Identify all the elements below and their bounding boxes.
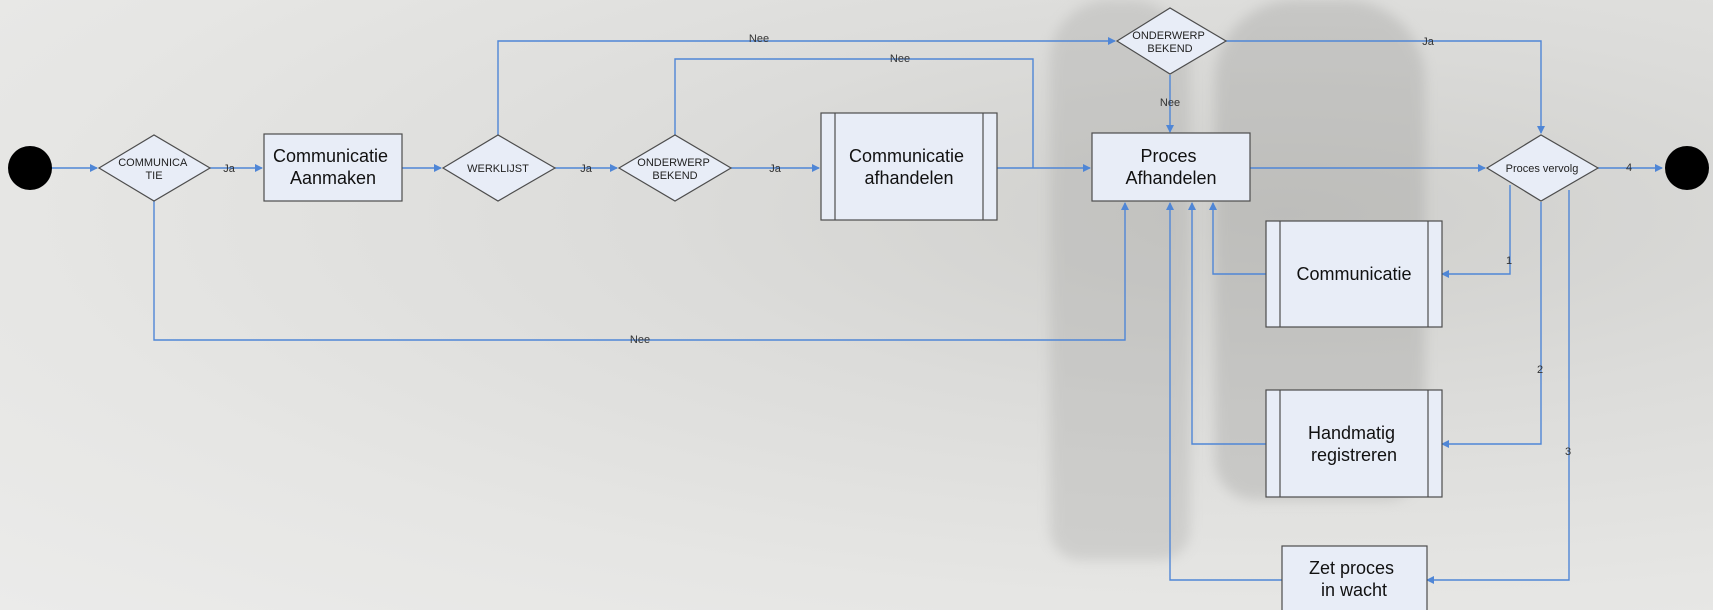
- edge-label-option-4: 4: [1626, 162, 1632, 174]
- svg-text:ONDERWERP BEKEND: ONDERWERP BEKEND: [1132, 30, 1207, 55]
- edge-label-option-3: 3: [1565, 446, 1571, 458]
- start-node: [8, 146, 52, 190]
- edge-label-ja-3: Ja: [769, 163, 782, 175]
- edge-vervolg-2-handmatig: [1441, 202, 1542, 448]
- edge-communicatie-back-proces: [1209, 202, 1266, 275]
- subprocess-communicatie-afhandelen: Communicatie afhandelen: [820, 112, 998, 221]
- decision-communicatie: COMMUNICA TIE: [97, 134, 212, 202]
- process-aanmaken-line2: Aanmaken: [290, 168, 376, 188]
- process-zet-proces-in-wacht: Zet proces in wacht: [1281, 545, 1428, 610]
- edge-label-ja-1: Ja: [223, 163, 236, 175]
- subprocess-afhandelen-line1: Communicatie: [849, 146, 964, 166]
- edge-label-option-1: 1: [1506, 255, 1512, 267]
- background-figure-left: [1050, 0, 1190, 560]
- decision-onderwerp2-line1: ONDERWERP: [1132, 30, 1204, 42]
- process-proces-line1: Proces: [1140, 146, 1196, 166]
- subprocess-handmatig-line2: registreren: [1311, 445, 1397, 465]
- process-proces-line2: Afhandelen: [1125, 168, 1216, 188]
- decision-communicatie-line1: COMMUNICA: [118, 157, 188, 169]
- edge-label-nee-down: Nee: [1160, 97, 1180, 109]
- edge-vervolg-3-wacht: [1426, 190, 1570, 584]
- process-communicatie-aanmaken: Communicatie Aanmaken: [263, 133, 403, 202]
- edge-wacht-back-proces: [1166, 202, 1282, 581]
- decision-werklijst: WERKLIJST: [441, 134, 557, 202]
- decision-communicatie-line2: TIE: [145, 170, 162, 182]
- edge-onderwerp2-ja-vervolg: [1226, 40, 1545, 134]
- decision-onderwerp1-line1: ONDERWERP: [637, 157, 709, 169]
- decision-werklijst-label: WERKLIJST: [467, 163, 529, 175]
- svg-text:Handmatig registreren: Handmatig registreren: [1308, 423, 1400, 465]
- edge-label-ja-2: Ja: [580, 163, 593, 175]
- subprocess-communicatie: Communicatie: [1265, 220, 1443, 328]
- decision-onderwerp-bekend-2: ONDERWERP BEKEND: [1115, 7, 1228, 75]
- svg-text:ONDERWERP BEKEND: ONDERWERP BEKEND: [637, 157, 712, 182]
- end-node: [1665, 146, 1709, 190]
- process-proces-afhandelen: Proces Afhandelen: [1091, 132, 1251, 202]
- svg-text:Proces Afhandelen: Proces Afhandelen: [1125, 146, 1216, 188]
- edges: [50, 37, 1663, 584]
- edge-label-option-2: 2: [1537, 364, 1543, 376]
- subprocess-communicatie-label: Communicatie: [1296, 264, 1411, 284]
- decision-proces-vervolg-label: Proces vervolg: [1506, 163, 1579, 175]
- decision-proces-vervolg: Proces vervolg: [1485, 134, 1600, 202]
- edge-werklijst-nee-onderwerp2: [497, 37, 1116, 135]
- process-wacht-line2: in wacht: [1321, 580, 1387, 600]
- edge-handmatig-back-proces: [1188, 202, 1266, 445]
- decision-onderwerp-bekend-1: ONDERWERP BEKEND: [617, 134, 733, 202]
- edge-communicatie-nee-proces: [153, 201, 1129, 341]
- subprocess-handmatig-line1: Handmatig: [1308, 423, 1395, 443]
- svg-text:Zet proces in wacht: Zet proces in wacht: [1309, 558, 1399, 600]
- edge-label-nee-bottom: Nee: [630, 334, 650, 346]
- process-wacht-line1: Zet proces: [1309, 558, 1394, 578]
- edge-label-nee-top2: Nee: [890, 53, 910, 65]
- svg-text:Communicatie Aanmaken: Communicatie Aanmaken: [273, 146, 393, 188]
- decision-onderwerp2-line2: BEKEND: [1147, 43, 1192, 55]
- edge-onderwerp1-nee-proces: [674, 58, 1034, 168]
- edge-label-ja-4: Ja: [1422, 36, 1435, 48]
- subprocess-handmatig-registreren: Handmatig registreren: [1265, 389, 1443, 498]
- edge-label-nee-top1: Nee: [749, 33, 769, 45]
- process-aanmaken-line1: Communicatie: [273, 146, 388, 166]
- edge-labels: Ja Ja Ja Ja Nee Nee Nee Nee 1 2 3 4: [223, 33, 1632, 458]
- svg-text:COMMUNICA TIE: COMMUNICA TIE: [118, 157, 190, 182]
- decision-onderwerp1-line2: BEKEND: [652, 170, 697, 182]
- subprocess-afhandelen-line2: afhandelen: [864, 168, 953, 188]
- svg-text:Communicatie afhandelen: Communicatie afhandelen: [849, 146, 969, 188]
- edge-vervolg-1-communicatie: [1441, 185, 1511, 278]
